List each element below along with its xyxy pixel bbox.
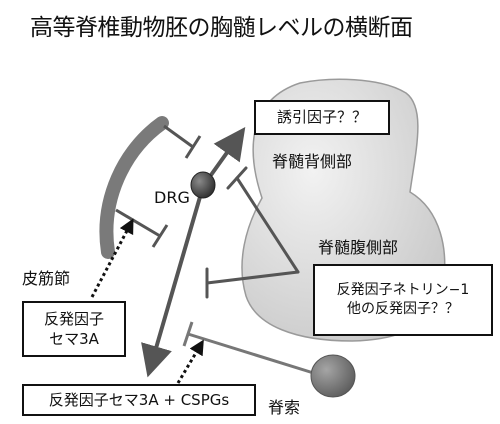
notochord-inhibition [182, 321, 321, 377]
sema3a-cspg-text: 反発因子セマ3A + CSPGs [48, 390, 230, 409]
page-title: 高等脊椎動物胚の胸髄レベルの横断面 [30, 15, 413, 41]
notochord-label: 脊索 [268, 398, 301, 417]
netrin-line-1: 反発因子ネトリン−1 [336, 282, 470, 299]
ventral-cord-inhibition [205, 166, 300, 299]
ventral-cord-label: 脊髄腹側部 [318, 238, 399, 257]
dorsal-cord-label: 脊髄背側部 [272, 152, 353, 171]
sema3a-line-1: 反発因子 [43, 309, 104, 328]
drg-ganglion [190, 171, 216, 199]
dermomyotome-shape [99, 116, 169, 259]
notochord-shape [310, 354, 356, 398]
sema3a-box: 反発因子 セマ3A [22, 301, 126, 357]
sema3a-cspg-box: 反発因子セマ3A + CSPGs [22, 384, 256, 416]
sema3a-dotted-arrow [90, 218, 134, 298]
dermomyotome-inhibition-upper [163, 124, 202, 159]
attractant-box: 誘引因子？？ [254, 100, 390, 135]
netrin-line-2: 他の反発因子？？ [347, 301, 459, 317]
sema3a-cspg-dotted-arrow [176, 339, 204, 384]
repellent-netrin-box: 反発因子ネトリン−1 他の反発因子？？ [313, 264, 493, 336]
sema3a-line-2: セマ3A [49, 330, 99, 348]
attractant-text: 誘引因子？？ [276, 108, 367, 127]
dermomyotome-label: 皮筋節 [22, 269, 71, 288]
drg-axon-ventral-arrow [141, 189, 204, 378]
dermomyotome-inhibition-lower [115, 208, 169, 248]
drg-label: DRG [154, 188, 190, 207]
